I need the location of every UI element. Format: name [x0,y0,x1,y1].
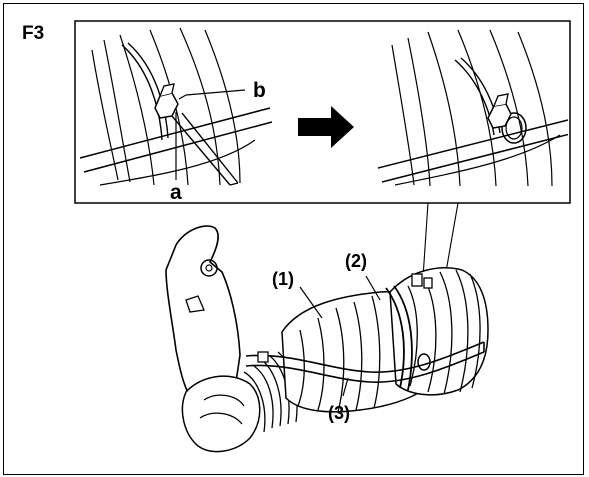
body-rib [335,307,345,413]
bracket-bolt [200,259,218,277]
leader-1 [299,286,323,319]
pipe-lower [381,133,568,183]
shell-line [179,27,221,186]
shell-line [391,44,415,186]
shell-bottom [394,134,561,186]
shell-line [204,29,241,184]
top-bolt [423,277,433,289]
tie-head-top [493,93,509,107]
pipe-clip [257,351,269,363]
arrow-icon [298,106,354,148]
callout-b: b [253,79,266,102]
muffler-clamp [393,285,413,391]
detail-before [79,27,273,186]
leader-2 [365,275,381,301]
ring [253,365,274,429]
ring [261,359,282,427]
tie-strap [181,112,239,184]
shell-line [119,34,155,186]
body-rib [439,271,453,395]
leader-b-tip [178,94,187,100]
tie-strap-end [229,182,239,186]
mount-bracket [165,225,241,401]
shell-line [149,29,189,186]
shell-line [103,39,131,183]
detail-after [377,29,568,187]
part-label-2: (2) [345,251,367,271]
bracket-bolt-inner [205,264,213,272]
muffler-clamp [385,287,405,389]
flange-detail [203,394,245,407]
pipe-3-lower [245,351,485,383]
body-rib [353,301,363,411]
leader-3 [342,377,349,397]
figure-frame [3,3,584,475]
part-label-3: (3) [328,403,350,423]
pipe-3-upper [245,341,485,373]
shell-line [489,29,529,187]
callout-a: a [170,181,182,204]
muffler-assembly [165,225,489,453]
assembly-tie [417,353,431,371]
shell-line [517,31,553,187]
tie-strap [171,115,231,186]
shell-line [457,29,497,187]
pipe-lower [83,121,273,173]
figure-id-label: F3 [22,23,44,44]
pipe-upper [377,119,568,169]
shell-line [91,49,119,181]
flange-detail [199,412,243,425]
tie-head-top [159,83,175,97]
pipe-upper [79,107,271,159]
body-rib [407,285,418,387]
body-rib [371,295,381,409]
body-rib [297,329,305,407]
top-bolt [411,273,423,287]
tie-loop-inner [505,116,523,140]
body-rib [469,273,481,389]
leader-b [185,89,246,96]
bracket-slot [185,295,205,313]
clamp-band [127,42,169,139]
shell-bottom [99,139,256,186]
shell-line [407,37,431,187]
part-label-1: (1) [272,269,294,289]
body-rib [455,269,469,393]
muffler-body-2 [389,267,489,396]
detail-inset: b a [74,20,571,204]
clamp-band [121,44,163,141]
ring [243,371,266,433]
tie-loop [501,112,527,144]
